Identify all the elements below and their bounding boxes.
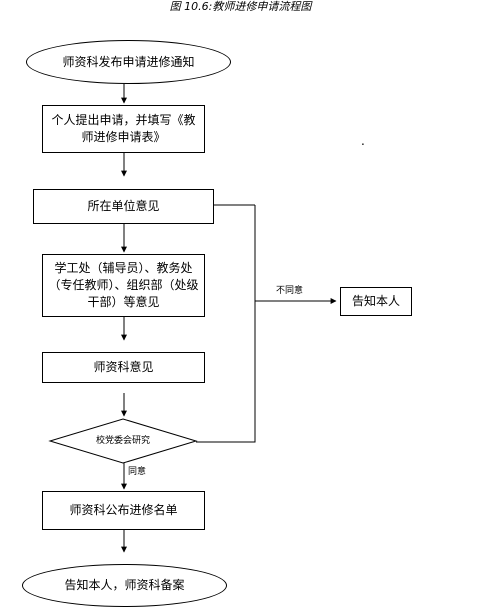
node-end: 告知本人，师资科备案 bbox=[22, 564, 227, 607]
node-publish-list-label: 师资科公布进修名单 bbox=[69, 503, 178, 517]
node-committee-review bbox=[48, 418, 198, 464]
node-dept-line1: 学工处（辅导员）、教务处 bbox=[54, 261, 193, 275]
node-end-label: 告知本人，师资科备案 bbox=[64, 578, 185, 592]
node-start-label: 师资科发布申请进修通知 bbox=[62, 54, 195, 69]
node-apply-line2: 师进修申请表》 bbox=[81, 130, 166, 144]
node-publish-list: 师资科公布进修名单 bbox=[42, 491, 205, 530]
edge-label-agree: 同意 bbox=[128, 467, 147, 477]
node-notify-self: 告知本人 bbox=[340, 287, 412, 316]
node-teacher-section-opinion: 师资科意见 bbox=[42, 352, 205, 383]
node-dept-line3: 干部）等意见 bbox=[87, 295, 160, 309]
edge-label-disagree: 不同意 bbox=[276, 286, 304, 296]
node-committee-review-label: 校党委会研究 bbox=[95, 436, 150, 446]
stray-dot: . bbox=[361, 134, 365, 148]
line-committee-disagree bbox=[196, 205, 256, 443]
node-teacher-section-label: 师资科意见 bbox=[93, 360, 154, 374]
node-notify-self-label: 告知本人 bbox=[351, 294, 400, 308]
node-start: 师资科发布申请进修通知 bbox=[26, 40, 231, 84]
node-dept-line2: （专任教师）、组织部（处级 bbox=[48, 278, 199, 292]
node-unit-opinion-label: 所在单位意见 bbox=[87, 199, 160, 213]
node-apply: 个人提出申请，并填写《教 师进修申请表》 bbox=[42, 105, 205, 153]
node-apply-line1: 个人提出申请，并填写《教 bbox=[51, 113, 196, 127]
diagram-title: 图 10.6:教师进修申请流程图 bbox=[169, 0, 312, 13]
node-unit-opinion: 所在单位意见 bbox=[33, 189, 214, 224]
node-dept-opinion: 学工处（辅导员）、教务处 （专任教师）、组织部（处级 干部）等意见 bbox=[42, 254, 205, 317]
